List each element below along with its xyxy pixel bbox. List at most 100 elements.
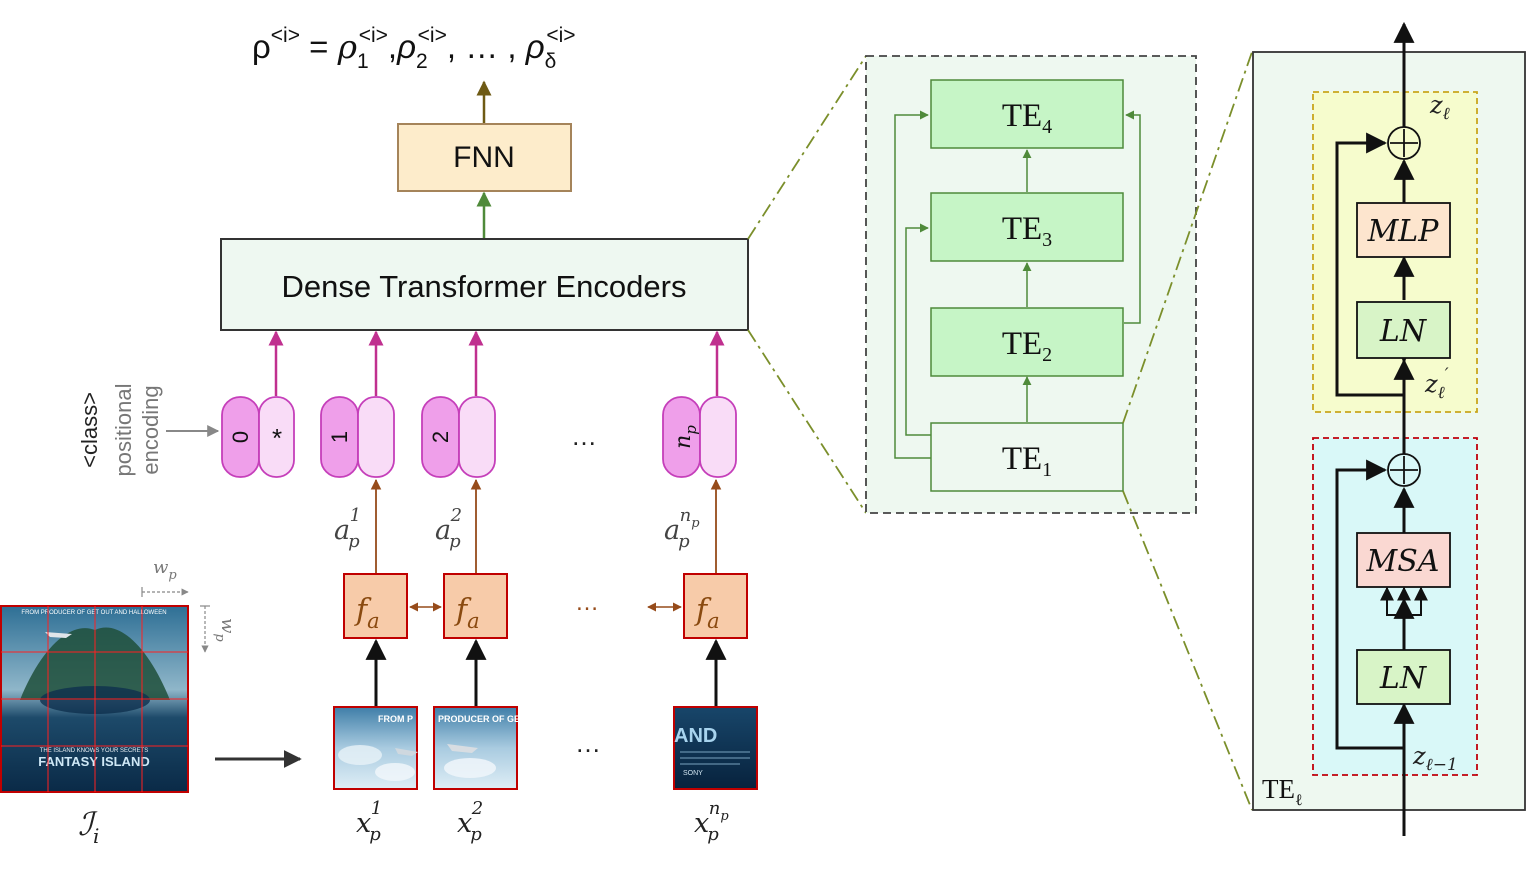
fa-box-2: fa [443,573,508,639]
patch-size-width: wp [153,557,177,583]
patch-size-height: wp [212,618,238,642]
token-np-index: n [671,435,696,449]
te-layer-1: TE1 [930,422,1124,492]
svg-text:LN: LN [1379,661,1428,696]
attn-label-2: ap2 [435,505,462,552]
svg-text:MLP: MLP [1367,214,1440,249]
patch-labels: xp1 xp2 xpnp [356,798,729,845]
patch-np: AND SONY [673,706,758,790]
output-eq: = [300,28,338,65]
svg-text:MSA: MSA [1366,544,1440,579]
token-np: np [662,396,737,478]
msa-box: MSA [1356,532,1451,588]
token-0: 0 * [221,396,295,478]
class-label: <class> [77,392,102,468]
patch-np-small: SONY [683,770,703,777]
ln-top-box: LN [1356,301,1451,359]
poster-top-text: FROM PRODUCER OF GET OUT AND HALLOWEEN [21,610,166,616]
output-sep-1: , [388,28,397,65]
token-1: 1 [320,396,395,478]
patches: FROM P PRODUCER OF GET … AND SONY [333,706,758,790]
z-in-label: zℓ−1 [1412,742,1458,775]
patch-label-np: xpnp [694,798,729,845]
rho-2-sub: 2 [416,50,428,73]
plus-node-bottom [1387,453,1421,487]
image-label: ℐi [78,805,99,848]
rho-1-sub: 1 [357,50,369,73]
patch-label-2: xp2 [457,798,483,845]
svg-text:TE2: TE2 [1002,326,1052,366]
rho-1-sup: <i> [359,24,388,47]
output-ellipsis: , … , [447,28,526,65]
poster-image: FROM PRODUCER OF GET OUT AND HALLOWEEN T… [0,605,189,793]
patch-2-text: PRODUCER OF GET [438,714,526,724]
rho-1: ρ [337,27,358,66]
svg-text:np: np [671,425,700,449]
rho-2-sup: <i> [418,24,447,47]
fnn-label: FNN [453,141,515,174]
te-layer-4: TE4 [930,79,1124,149]
attn-arrows [370,478,722,573]
zoom-line-block-top [1122,51,1253,424]
patch-2: PRODUCER OF GET [433,706,526,790]
z-mid-label: zℓ′ [1424,365,1449,403]
rho-delta-sub: δ [545,50,557,73]
attn-label-np: apnp [664,505,700,552]
token-1-index: 1 [327,431,352,443]
token-ellipsis: … [571,421,597,451]
zoom-line-top [747,55,867,240]
patch-arrows [365,638,727,706]
token-0-index: 0 [228,431,253,443]
poster-tagline: THE ISLAND KNOWS YOUR SECRETS [40,748,149,754]
poster-title: FANTASY ISLAND [38,754,149,769]
fa-box-1: fa [343,573,408,639]
attn-labels: ap1 ap2 apnp [334,505,700,552]
token-0-emb: * [272,423,282,453]
te-layer-3: TE3 [930,192,1124,262]
z-out-label: zℓ [1429,91,1450,124]
output-lhs: ρ [252,28,271,65]
poster-grid [1,606,188,792]
rho-delta-sup: <i> [546,24,575,47]
patch-1-text: FROM P [378,714,413,724]
ln-bottom-box: LN [1356,649,1451,705]
svg-text:TE4: TE4 [1002,98,1052,138]
plus-node-top [1387,126,1421,160]
encoder-label: Dense Transformer Encoders [282,269,687,304]
token-2-index: 2 [428,431,453,443]
zoom-line-bottom [747,329,867,514]
te-layer-2: TE2 [930,307,1124,377]
fa-ellipsis: … [575,589,599,616]
patch-1: FROM P [333,706,418,790]
output-formula: ρ<i> = ρ1<i>,ρ2<i>, … , ρδ<i> [252,24,576,73]
rho-delta: ρ [525,28,545,65]
svg-text:LN: LN [1379,314,1428,349]
token-np-index-sub: p [682,425,700,435]
svg-text:TE3: TE3 [1002,211,1052,251]
fnn-box: FNN [397,123,572,192]
te-block-panel: MLP LN MSA LN zℓ zℓ′ zℓ−1 TEℓ [1252,21,1526,836]
dense-connections [894,110,1141,459]
output-lhs-sup: <i> [271,24,300,47]
svg-text:TE1: TE1 [1002,441,1052,481]
encoder-box: Dense Transformer Encoders [220,238,749,331]
tokens: 0 * 1 2 … np [221,396,737,478]
encoding-label: encoding [138,385,163,474]
te-block-label: TEℓ [1262,774,1303,809]
patch-size-annotation: wp wp [141,557,238,653]
fa-box-np: fa [683,573,748,639]
mlp-box: MLP [1356,202,1451,258]
patch-np-text: AND [674,725,717,747]
zoom-line-block-bottom [1122,490,1253,811]
rho-2: ρ [396,28,416,65]
token-arrows [268,330,725,396]
class-positional-labels: <class> positional encoding [77,384,220,477]
te-stack-panel: TE4 TE3 TE2 TE1 [865,55,1197,514]
positional-label: positional [111,384,136,477]
patch-label-1: xp1 [356,798,382,845]
attn-label-1: ap1 [334,505,361,552]
patch-ellipsis: … [575,728,601,758]
svg-text:ρ<i> = ρ1<i>,ρ2<i>, … , ρδ<i>: ρ<i> = ρ1<i>,ρ2<i>, … , ρδ<i> [252,24,576,73]
fa-boxes: fa fa fa … [343,573,748,639]
token-2: 2 [421,396,496,478]
